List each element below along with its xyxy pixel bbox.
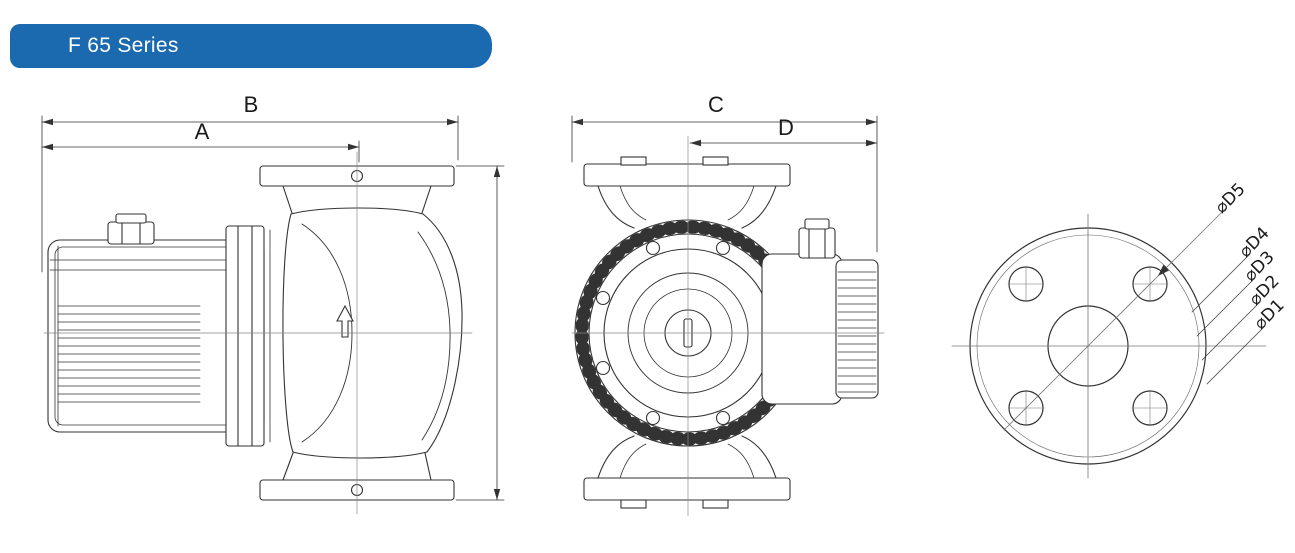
- dim-c: C: [571, 92, 878, 253]
- vent-plug: [798, 227, 836, 259]
- series-title: F 65 Series: [68, 34, 179, 57]
- motor-fins: [57, 305, 201, 403]
- flange-view: ⌀D5 ⌀D4 ⌀D3 ⌀D2 ⌀D1: [951, 179, 1289, 479]
- side-view: B A: [41, 92, 505, 515]
- dim-label-b: B: [244, 92, 259, 117]
- dim-label-d: D: [778, 115, 794, 140]
- dim-label-c: C: [708, 92, 724, 117]
- motor-pump-joint: [225, 225, 265, 447]
- terminal-box: [761, 253, 843, 405]
- front-view: C D: [571, 92, 885, 517]
- flange-leaders: [1158, 253, 1266, 385]
- dim-height: [455, 165, 505, 501]
- dim-label-a: A: [195, 119, 210, 144]
- motor-top-cap: [107, 221, 155, 245]
- dim-d: D: [689, 115, 878, 147]
- dim-b: B: [41, 92, 459, 273]
- dim-label-d5: ⌀D5: [1211, 179, 1249, 217]
- series-banner: F 65 Series: [10, 24, 492, 68]
- front-bottom-flange: [583, 477, 791, 501]
- front-top-flange: [583, 163, 791, 187]
- flow-arrow-icon: [336, 304, 354, 338]
- dim-a: A: [41, 119, 360, 163]
